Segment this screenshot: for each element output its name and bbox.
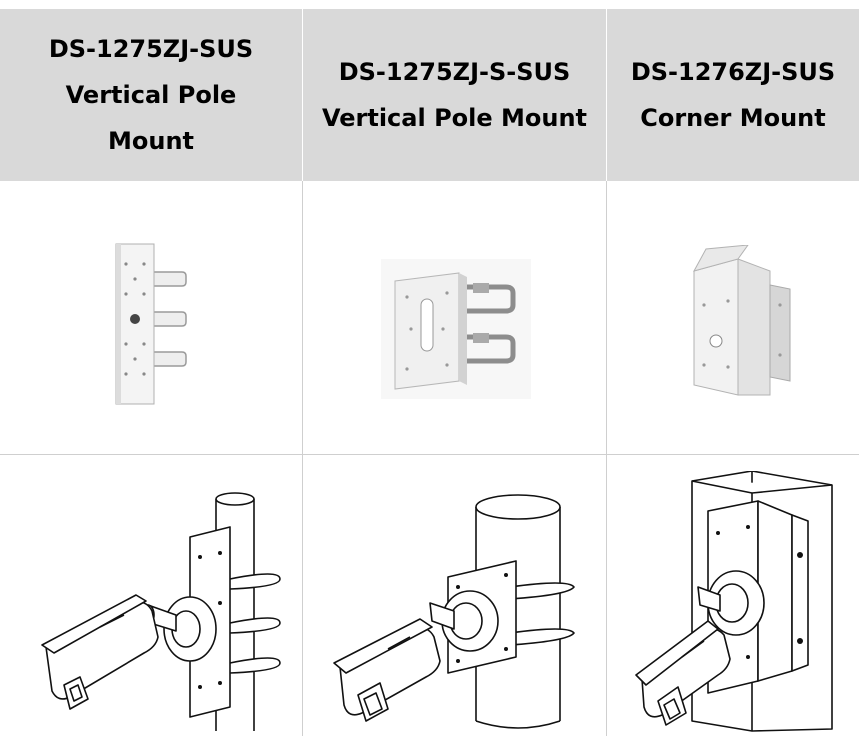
camera-on-corner-drawing xyxy=(632,471,854,733)
mount-comparison-table: DS-1275ZJ-SUS Vertical Pole Mount DS-127… xyxy=(0,9,859,736)
header-cell-1: DS-1275ZJ-SUS Vertical Pole Mount xyxy=(0,9,302,181)
camera-on-pole-drawing xyxy=(40,487,290,731)
hose-clamp-pole-mount-photo xyxy=(381,259,531,399)
mount-type-cont: Mount xyxy=(107,127,194,155)
header-cell-3: DS-1276ZJ-SUS Corner Mount xyxy=(607,9,859,181)
mount-type: Vertical Pole Mount xyxy=(321,104,588,132)
camera-on-large-pole-drawing xyxy=(330,491,590,731)
row-divider xyxy=(0,454,859,455)
column-divider xyxy=(606,181,607,736)
pole-mount-bracket-photo xyxy=(110,234,190,414)
model-name: DS-1276ZJ-SUS xyxy=(630,58,836,86)
mount-type: Vertical Pole xyxy=(65,81,237,109)
header-cell-2: DS-1275ZJ-S-SUS Vertical Pole Mount xyxy=(303,9,606,181)
mount-type: Corner Mount xyxy=(640,104,826,132)
model-name: DS-1275ZJ-SUS xyxy=(48,35,254,63)
column-divider xyxy=(302,181,303,736)
corner-mount-bracket-photo xyxy=(690,245,800,405)
model-name: DS-1275ZJ-S-SUS xyxy=(338,58,571,86)
